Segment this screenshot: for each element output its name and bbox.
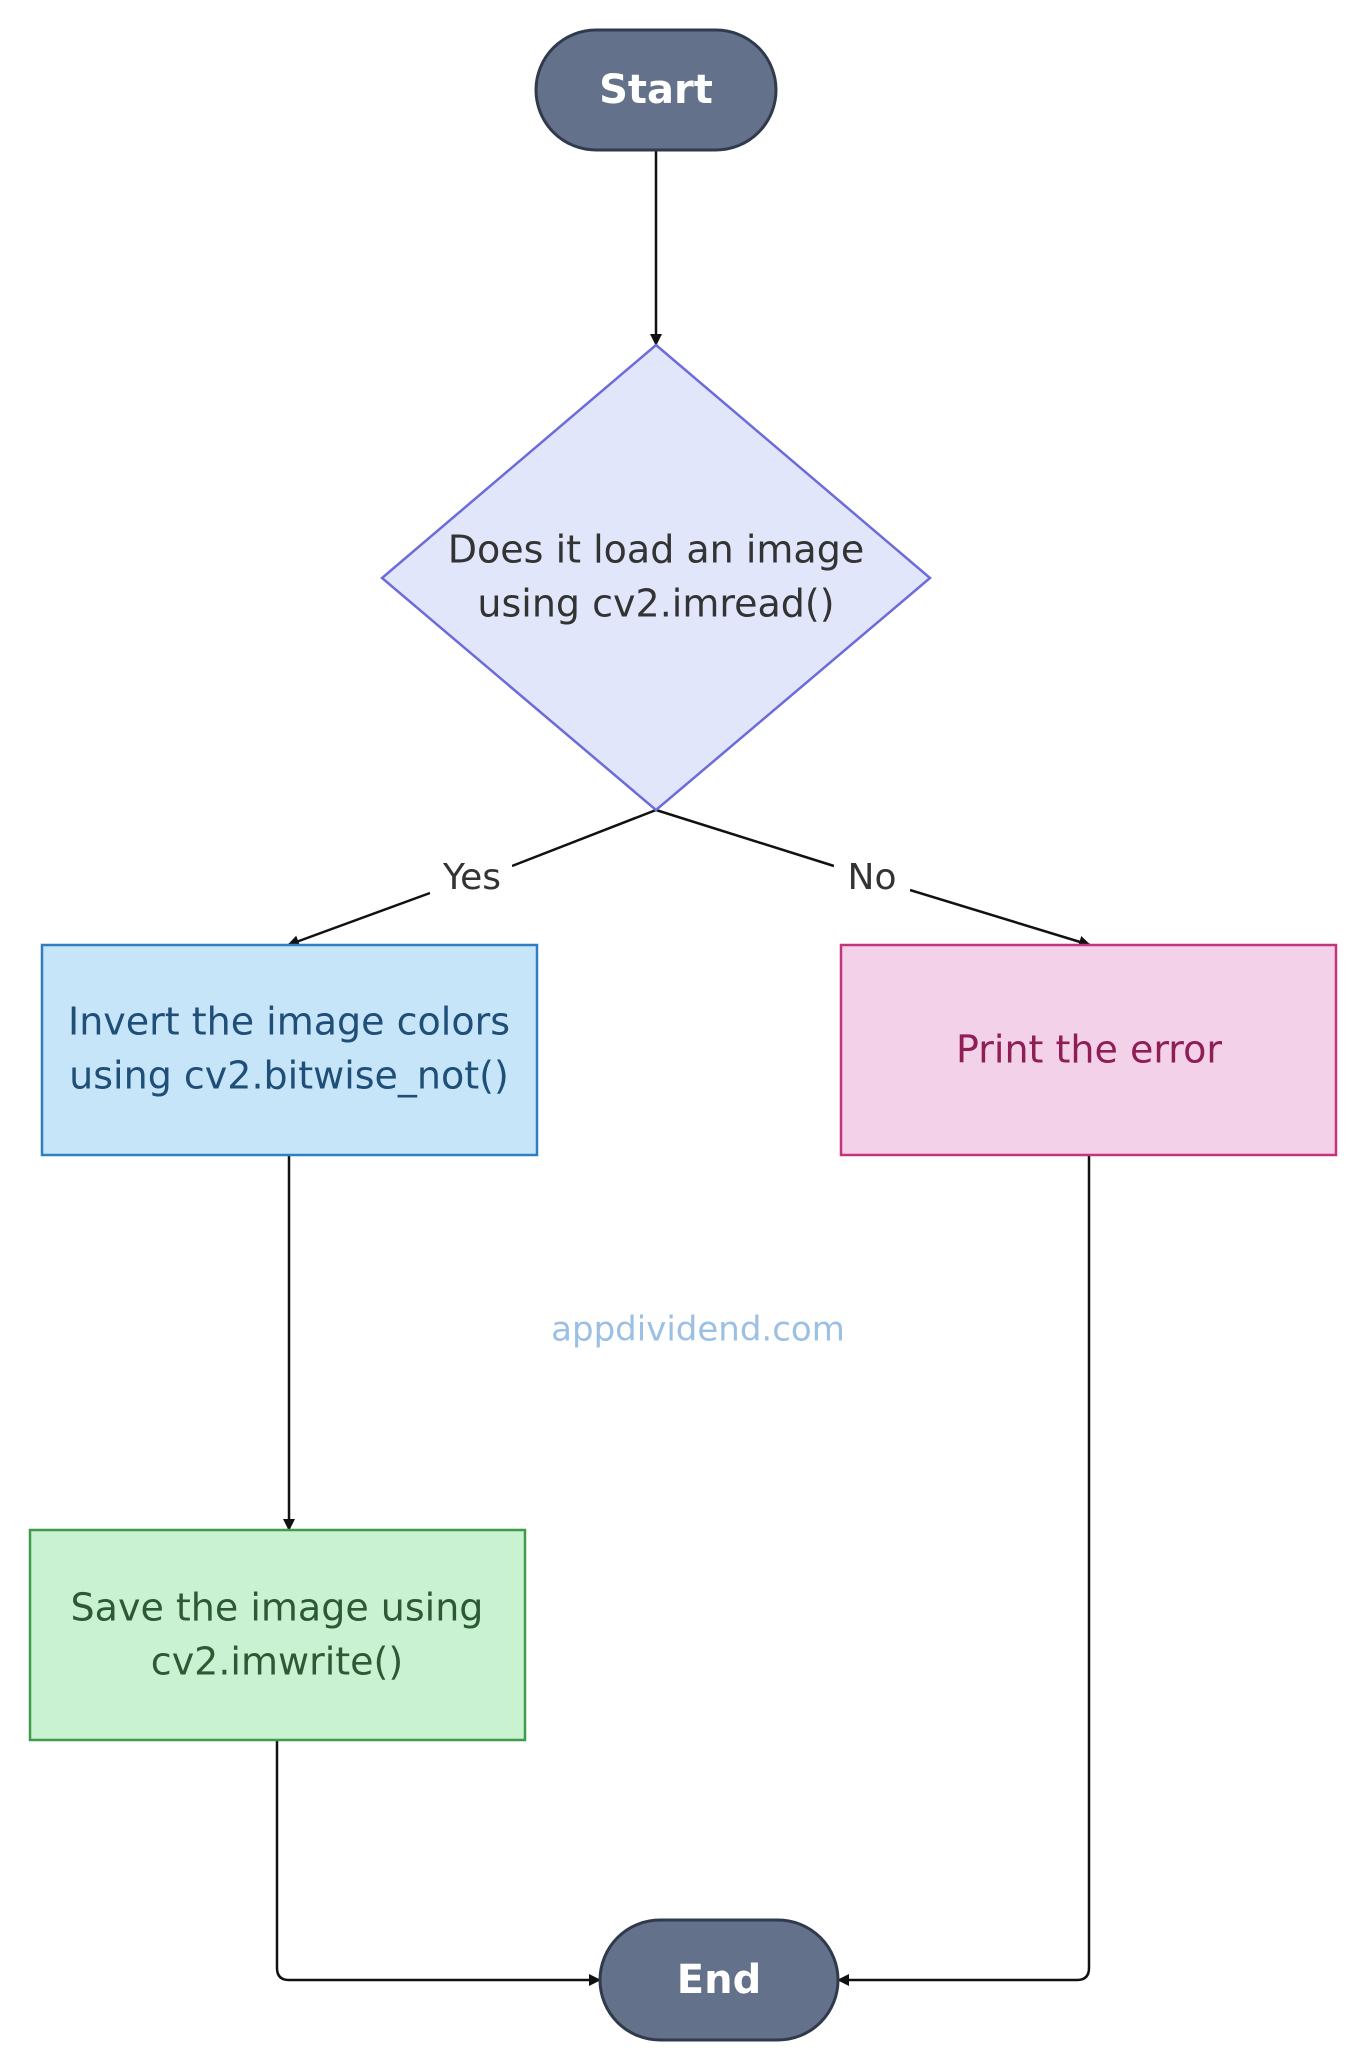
edge-error-to-end — [837, 1155, 1091, 1986]
save-node-shape — [28, 1528, 527, 1742]
decision-node: Does it load an image using cv2.imread() — [380, 343, 932, 812]
watermark-text: appdividend.com — [551, 1310, 845, 1350]
invert-node-shape — [40, 943, 539, 1157]
start-node-shape — [534, 28, 778, 152]
start-node: Start — [534, 28, 778, 152]
yes-label: Yes — [442, 857, 501, 898]
save-node-label-line2: cv2.imwrite() — [151, 1640, 403, 1684]
edge-save-to-end — [275, 1740, 601, 1986]
invert-node-label-line1: Invert the image colors — [68, 1000, 510, 1044]
save-node: Save the image using cv2.imwrite() — [28, 1528, 527, 1742]
decision-node-label-line1: Does it load an image — [448, 528, 864, 572]
decision-node-label-line2: using cv2.imread() — [477, 582, 834, 626]
yes-label-bg — [430, 852, 512, 902]
end-node-label: End — [677, 1957, 761, 2003]
error-node-shape — [839, 943, 1338, 1157]
invert-node: Invert the image colors using cv2.bitwis… — [40, 943, 539, 1157]
invert-node-label-line2: using cv2.bitwise_not() — [69, 1054, 509, 1098]
end-node-shape — [598, 1918, 840, 2042]
decision-node-shape — [380, 343, 932, 812]
end-node: End — [598, 1918, 840, 2042]
edge-decision-to-error — [655, 808, 1090, 945]
no-label-bg — [834, 852, 910, 902]
save-node-label-line1: Save the image using — [71, 1586, 484, 1630]
start-node-label: Start — [599, 67, 713, 113]
error-node: Print the error — [839, 943, 1338, 1157]
no-label: No — [848, 857, 897, 898]
edge-decision-to-invert — [288, 808, 657, 945]
error-node-label: Print the error — [956, 1028, 1222, 1072]
